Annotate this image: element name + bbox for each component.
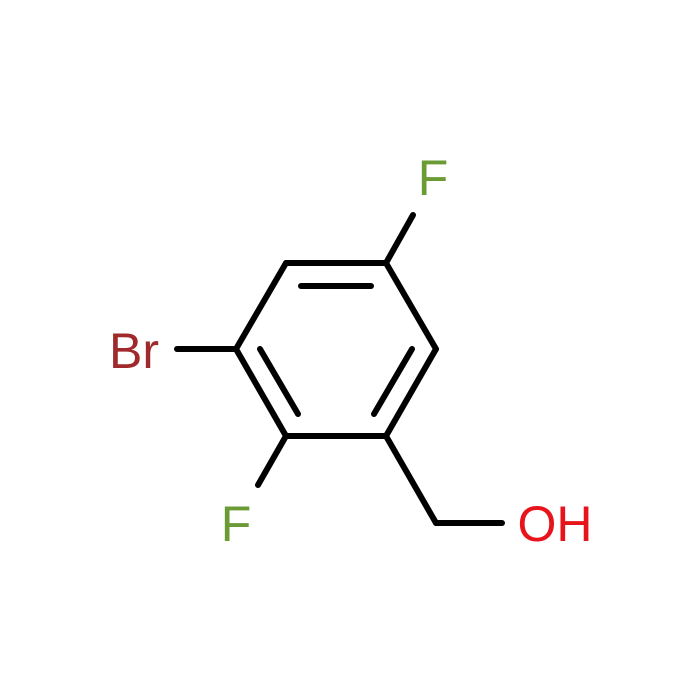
- bonds: [174, 212, 505, 526]
- atom-label-f-top: F: [418, 150, 449, 206]
- bond-ring-upper-left: [233, 260, 289, 352]
- bond-ring-upper-right: [383, 260, 439, 352]
- bond-to-f-top: [383, 212, 416, 266]
- atom-label-oh: OH: [518, 496, 593, 552]
- bond-to-f-bottom: [255, 433, 289, 488]
- atom-label-f-bottom: F: [221, 496, 252, 552]
- bond-ring-lower-left: [233, 346, 289, 439]
- atom-label-br: Br: [109, 323, 159, 379]
- bond-to-ch2: [383, 433, 439, 526]
- bond-double-inner-right: [371, 346, 415, 417]
- bond-double-inner-left: [257, 346, 301, 417]
- bond-ring-lower-right: [383, 346, 439, 439]
- atom-labels: F Br F OH: [109, 150, 593, 552]
